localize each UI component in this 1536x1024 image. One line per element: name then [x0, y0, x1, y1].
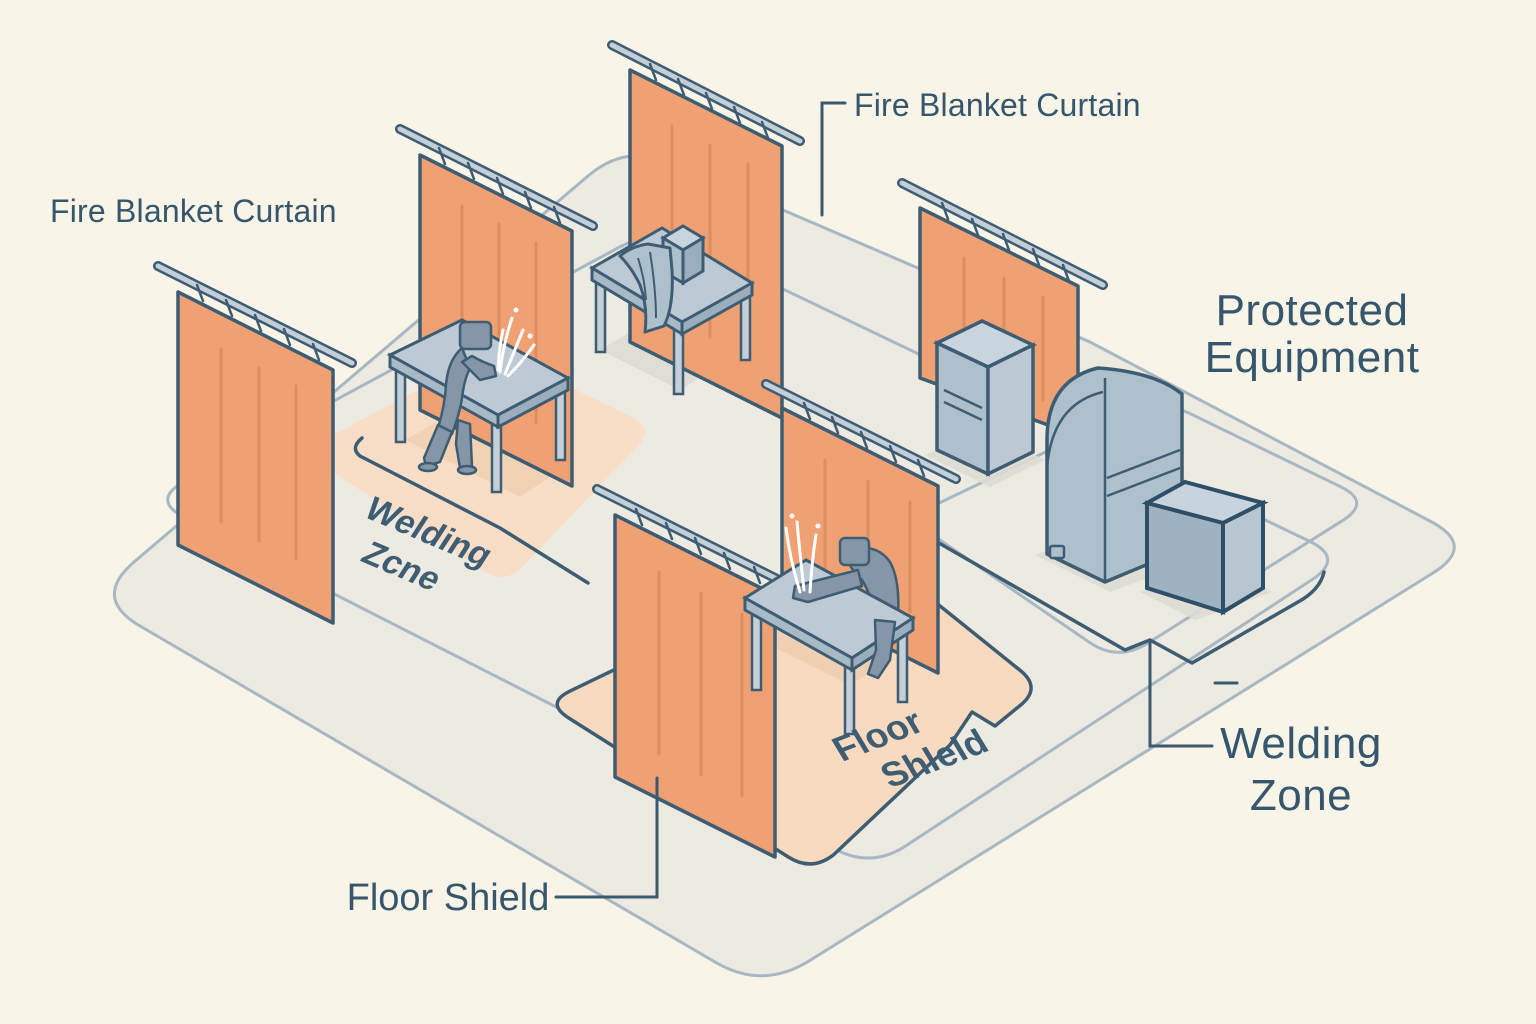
label-fire-blanket-curtain-left: Fire Blanket Curtain	[50, 193, 337, 229]
equipment-table	[589, 224, 755, 396]
welder-middle-leg	[866, 618, 897, 680]
welding-helmet-left	[458, 320, 493, 351]
label-welding-zone-right-line1: Welding	[1220, 719, 1382, 768]
welder-left	[417, 320, 498, 476]
curtain-rail-4	[897, 178, 1108, 290]
label-floor-shield: Floor Shield	[347, 877, 550, 919]
welding-zone-left-boundary-line	[353, 436, 590, 585]
machine-foot	[1048, 544, 1066, 560]
protected-equipment-cabinet	[932, 319, 1038, 477]
label-welding-zone-right-line2: Zone	[1250, 771, 1352, 820]
curtain-rail-3	[607, 40, 805, 146]
curtain-rail-6	[761, 379, 961, 484]
fire-blanket-curtain-5	[592, 484, 798, 859]
label-protected-line1: Protected	[1216, 286, 1409, 335]
protected-equipment-dark-box	[1141, 479, 1269, 616]
equipment-drape	[618, 242, 674, 334]
curtain-rail-2	[395, 124, 598, 231]
welder-middle-arm	[791, 568, 897, 680]
leader-fbc-right	[820, 101, 847, 217]
curtain-rail-1	[153, 261, 357, 368]
label-protected-line2: Equipment	[1205, 333, 1420, 382]
curtain-rail-5	[592, 484, 798, 592]
sparks-left	[496, 307, 536, 378]
leader-floor-shield	[554, 776, 659, 899]
leader-welding-zone-right	[1148, 638, 1214, 748]
label-fire-blanket-curtain-right: Fire Blanket Curtain	[854, 87, 1141, 123]
sparks-middle	[784, 513, 821, 594]
fire-blanket-curtain-1	[153, 261, 357, 625]
welding-table-middle	[742, 558, 916, 736]
welding-helmet-middle	[838, 536, 871, 567]
